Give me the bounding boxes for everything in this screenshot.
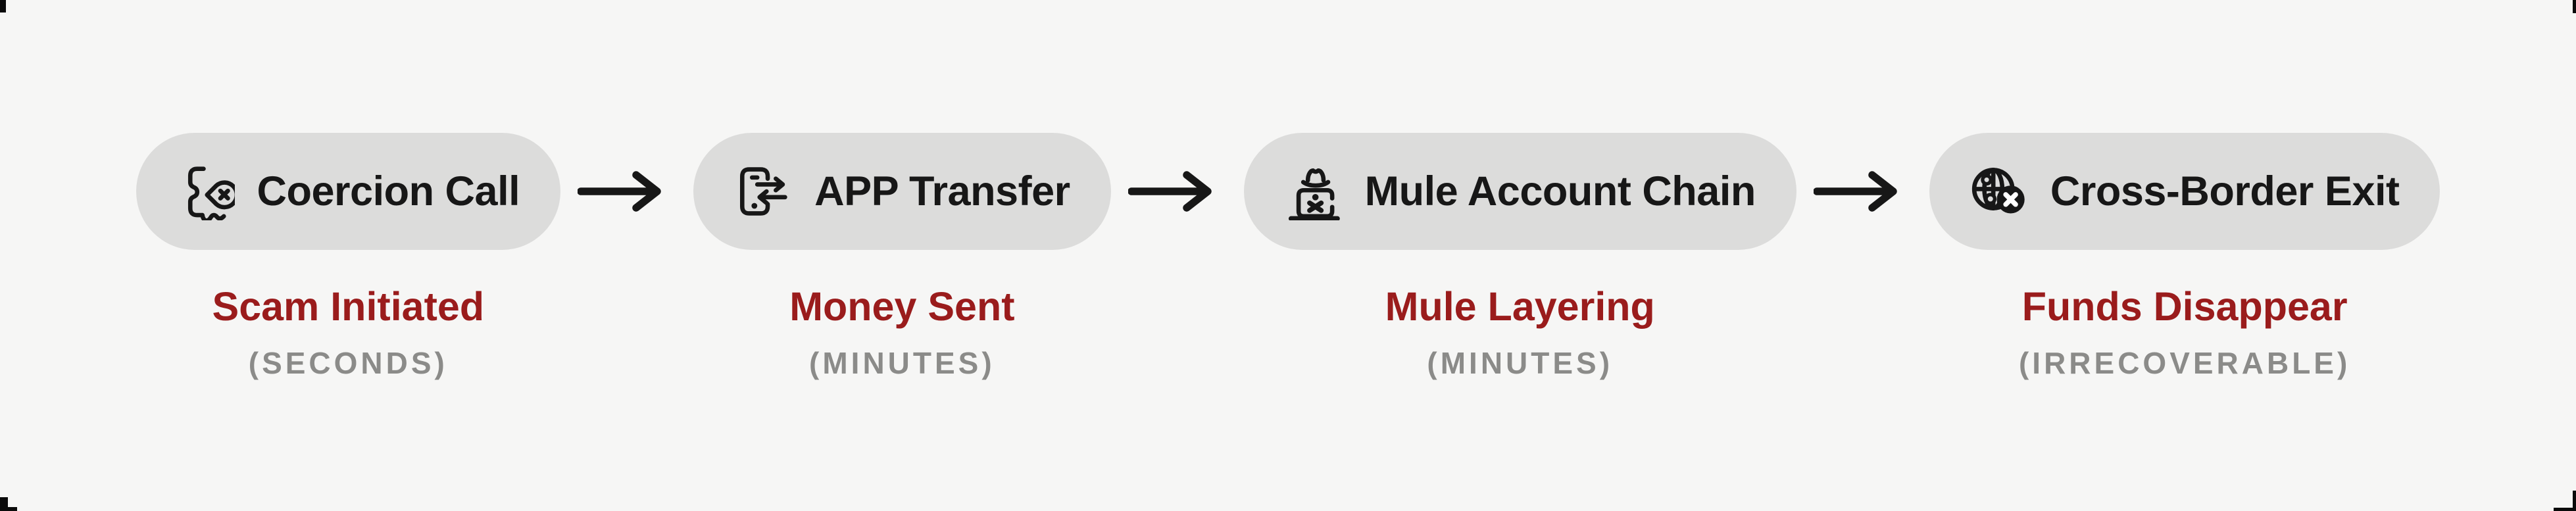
stage-label: Mule Account Chain: [1364, 168, 1756, 214]
flow-arrow: [1813, 133, 1912, 250]
crop-mark-top-right: [2573, 0, 2576, 13]
pill-cross-border-exit: Cross-Border Exit: [1929, 133, 2440, 250]
pill-mule-account-chain: Mule Account Chain: [1243, 133, 1796, 250]
crop-mark-bottom-right: [2573, 491, 2576, 511]
stage-status: Money Sent: [789, 284, 1015, 329]
stage-label: APP Transfer: [814, 168, 1070, 214]
stage-label: Coercion Call: [257, 168, 520, 214]
phone-transfer-icon: [734, 162, 792, 220]
flow-arrow: [578, 133, 676, 250]
scam-call-icon: [177, 162, 235, 220]
crop-mark-top-left: [0, 0, 6, 12]
stage-timeframe: (IRRECOVERABLE): [2018, 346, 2351, 380]
stage-coercion-call: Coercion Call Scam Initiated (SECONDS): [136, 133, 561, 378]
stage-timeframe: (MINUTES): [809, 346, 995, 380]
stage-label: Cross-Border Exit: [2050, 168, 2400, 214]
stage-mule-account-chain: Mule Account Chain Mule Layering (MINUTE…: [1243, 133, 1796, 380]
hacker-laptop-icon: [1285, 162, 1343, 220]
stage-app-transfer: APP Transfer Money Sent (MINUTES): [693, 133, 1111, 378]
globe-x-icon: [1970, 162, 2028, 220]
crop-mark-bottom-right-bar: [2554, 508, 2576, 511]
flow-arrow: [1127, 133, 1227, 250]
flow-row: Coercion Call Scam Initiated (SECONDS): [0, 133, 2576, 378]
stage-cross-border-exit: Cross-Border Exit Funds Disappear (IRREC…: [1929, 133, 2440, 378]
stage-status: Mule Layering: [1385, 284, 1655, 329]
stage-status: Funds Disappear: [2021, 284, 2348, 329]
stage-status: Scam Initiated: [212, 284, 485, 329]
crop-mark-bottom-left: [0, 497, 8, 508]
pill-coercion-call: Coercion Call: [136, 133, 561, 250]
crop-mark-bottom-left-bar: [0, 507, 17, 511]
stage-timeframe: (SECONDS): [248, 346, 448, 380]
stage-timeframe: (MINUTES): [1427, 346, 1614, 380]
pill-app-transfer: APP Transfer: [693, 133, 1111, 250]
